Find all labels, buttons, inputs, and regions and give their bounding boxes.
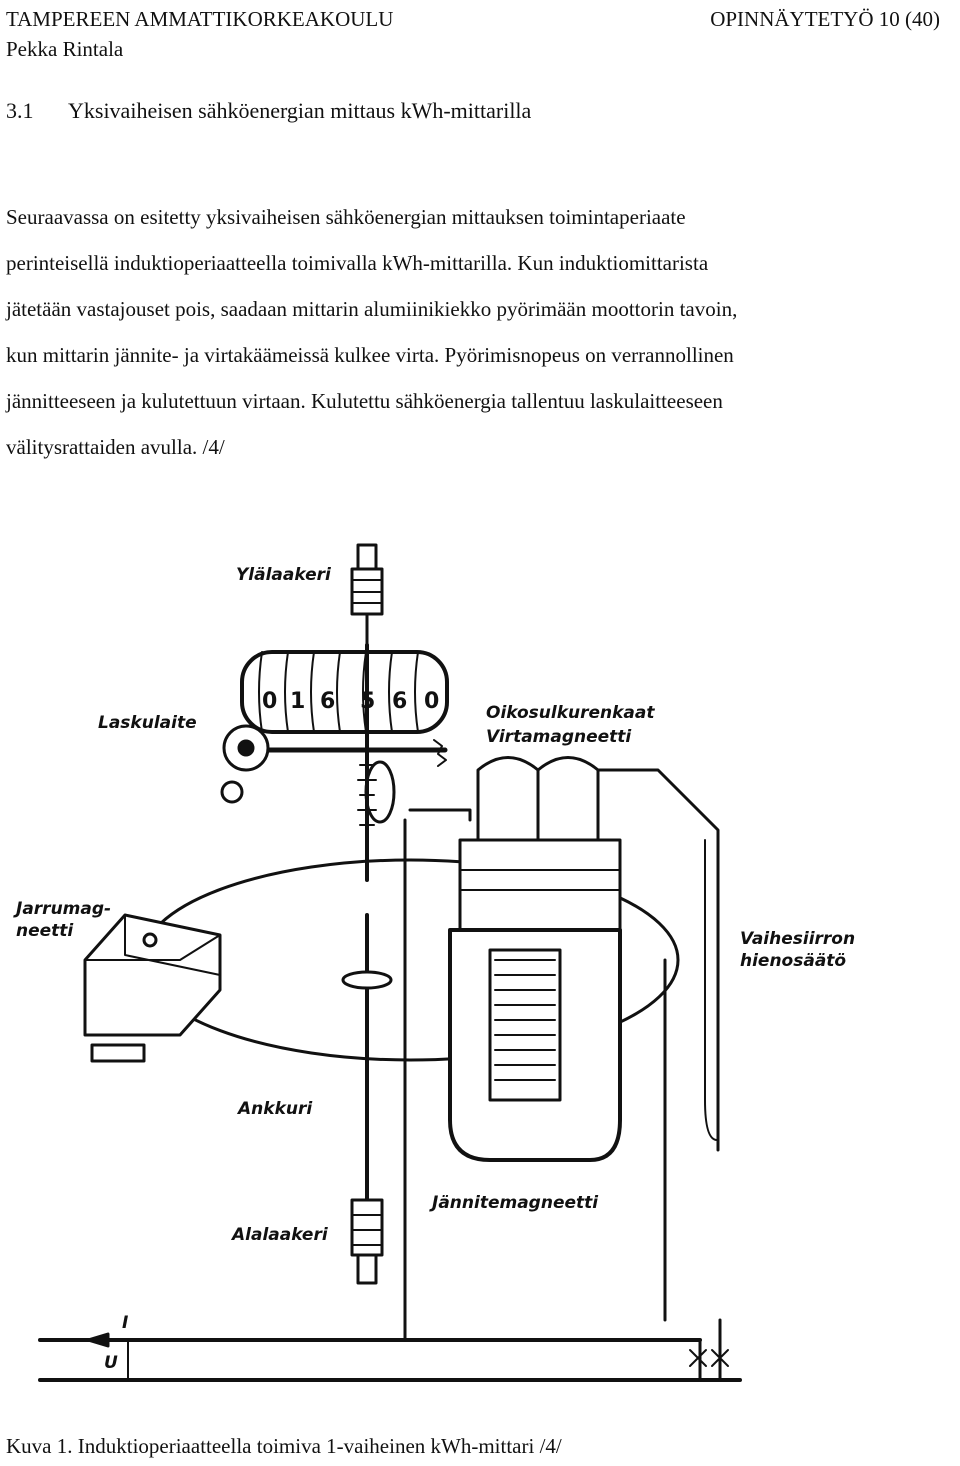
label-phase-adjust: Vaihesiirron xyxy=(740,929,855,949)
label-short-circuit-rings: Oikosulkurenkaat xyxy=(486,703,655,723)
label-brake-magnet: Jarrumag- xyxy=(13,899,111,919)
brake-magnet-drawing xyxy=(83,913,222,1063)
section-number: 3.1 xyxy=(6,98,34,123)
figure-caption: Kuva 1. Induktioperiaatteella toimiva 1-… xyxy=(6,1434,562,1458)
register-digit: 5 xyxy=(360,689,375,714)
label-register: Laskulaite xyxy=(98,713,197,733)
section-title: Yksivaiheisen sähköenergian mittaus kWh-… xyxy=(68,98,532,123)
register-digit: 0 xyxy=(424,689,439,714)
section-heading: 3.1 Yksivaiheisen sähköenergian mittaus k… xyxy=(6,98,531,124)
register-digit: 6 xyxy=(392,689,407,714)
label-current-magnet: Virtamagneetti xyxy=(486,727,632,747)
label-lower-bearing: Alalaakeri xyxy=(230,1225,329,1245)
body-line: välitysrattaiden avulla. /4/ xyxy=(6,435,225,459)
body-paragraph: Seuraavassa on esitetty yksivaiheisen sä… xyxy=(6,194,956,470)
label-current-symbol: I xyxy=(122,1313,128,1333)
header-page-number: OPINNÄYTETYÖ 10 (40) xyxy=(710,7,940,31)
magnet-assembly-drawing xyxy=(448,756,622,1162)
label-phase-adjust: hienosäätö xyxy=(740,951,846,971)
header-author: Pekka Rintala xyxy=(6,37,124,61)
upper-bearing-drawing xyxy=(350,543,384,647)
register-digit: 6 xyxy=(320,689,335,714)
label-upper-bearing: Ylälaakeri xyxy=(236,565,332,585)
body-line: perinteisellä induktioperiaatteella toim… xyxy=(6,251,709,275)
register-digit: 0 xyxy=(262,689,277,714)
label-armature: Ankkuri xyxy=(236,1099,313,1119)
header-institution: TAMPEREEN AMMATTIKORKEAKOULU xyxy=(6,7,394,31)
register-digit: 1 xyxy=(290,689,305,714)
kwh-meter-figure: 0 1 6 5 6 0 Ylälaakeri Laskulaite Oikosu… xyxy=(13,543,855,1382)
body-line: jätetään vastajouset pois, saadaan mitta… xyxy=(6,297,738,321)
register-counter-drawing xyxy=(220,650,449,804)
lower-bearing-drawing xyxy=(350,1198,384,1285)
label-brake-magnet: neetti xyxy=(16,921,74,941)
body-line: jännitteeseen ja kulutettuun virtaan. Ku… xyxy=(6,389,723,413)
label-voltage-symbol: U xyxy=(104,1353,118,1373)
body-line: kun mittarin jännite- ja virtakäämeissä … xyxy=(6,343,734,367)
body-line: Seuraavassa on esitetty yksivaiheisen sä… xyxy=(6,205,686,229)
label-voltage-magnet: Jännitemagneetti xyxy=(429,1193,599,1213)
wiring-drawing xyxy=(38,768,742,1382)
